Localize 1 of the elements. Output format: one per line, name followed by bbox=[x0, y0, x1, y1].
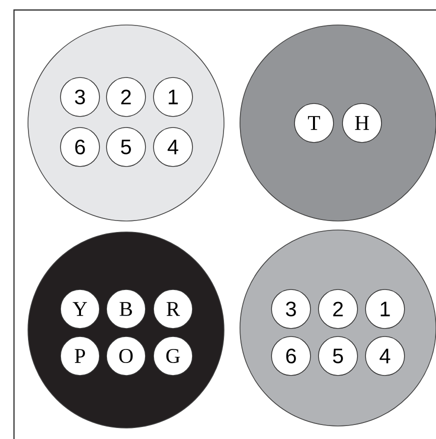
connector-face bbox=[240, 24, 436, 222]
